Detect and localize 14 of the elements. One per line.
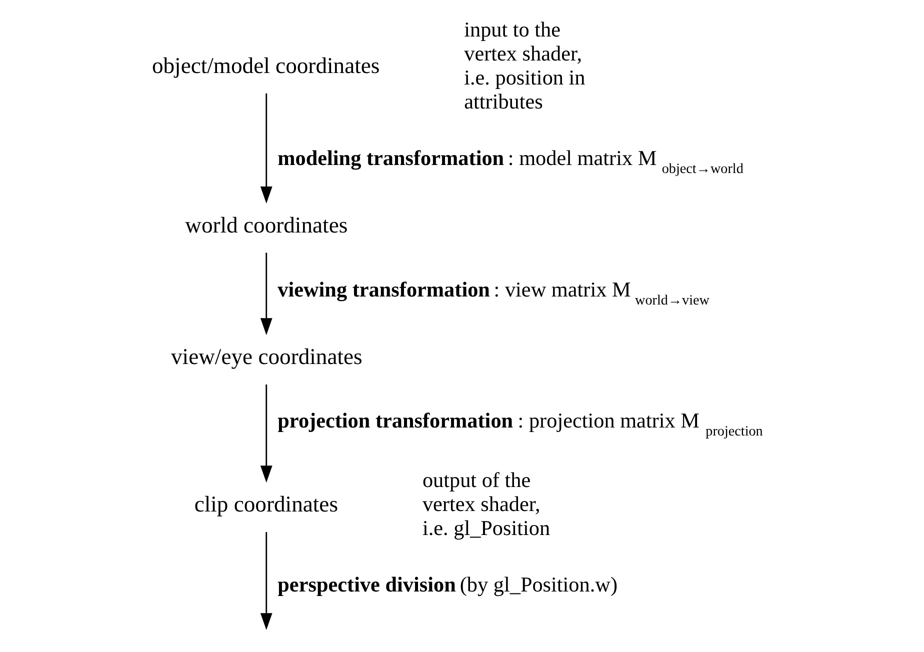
- arrow: [260, 252, 272, 336]
- node-text: world coordinates: [185, 212, 348, 238]
- edge-label: modeling transformation: model matrix M$_{object→world}$: [278, 146, 744, 177]
- edge-label: projection transformation: projection matrix M$_{projection}$: [278, 408, 763, 440]
- node-label: input to the vertex shader, i.e. position in attributes: [464, 17, 586, 114]
- node-text: view/eye coordinates: [171, 344, 362, 369]
- node-text: clip coordinates: [194, 491, 338, 516]
- arrow: [260, 532, 272, 630]
- arrow: [260, 93, 272, 204]
- node-text: object/model coordinates: [152, 52, 380, 78]
- edge-label: perspective division (by gl_Position.w): [278, 572, 618, 597]
- node-label: output of the vertex shader, i.e. gl_Position: [422, 468, 550, 540]
- edge-label: viewing transformation: view matrix M$_{world→view}$: [278, 277, 710, 308]
- arrow: [260, 384, 272, 483]
